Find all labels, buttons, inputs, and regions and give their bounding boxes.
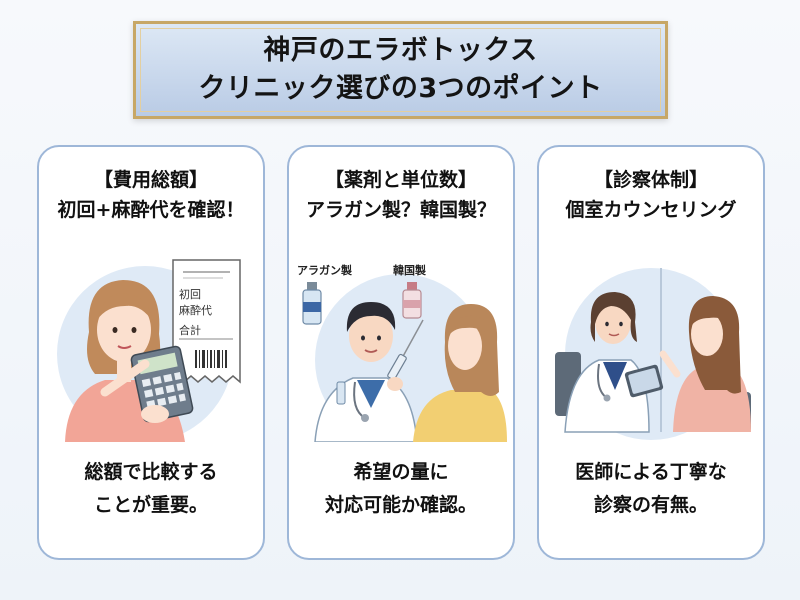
card-caption-line-2: ことが重要。 — [93, 494, 208, 516]
card-caption-line-2: 診察の有無。 — [593, 494, 708, 516]
receipt-line-3: 合計 — [179, 323, 201, 337]
card-caption-line-1: 希望の量に — [353, 461, 449, 483]
card-caption-line-1: 医師による丁寧な — [575, 461, 727, 483]
tablet-icon — [624, 364, 664, 398]
point-card-consultation: 【診察体制】 個室カウンセリング — [537, 145, 765, 560]
card-subheading: アラガン製？韓国製？ — [305, 199, 496, 221]
point-card-drug: 【薬剤と単位数】 アラガン製？韓国製？ アラガン製 韓国製 — [287, 145, 515, 560]
consultation-room-illustration — [555, 268, 751, 440]
doctor-patient-vials-illustration: アラガン製 韓国製 — [297, 263, 507, 442]
card-caption-line-2: 対応可能か確認。 — [324, 494, 477, 516]
card-caption-line-1: 総額で比較する — [84, 461, 218, 483]
card-heading: 【薬剤と単位数】 — [324, 169, 477, 191]
title-banner: 神戸のエラボトックス クリニック選びの3つのポイント — [133, 21, 668, 119]
doctor-figure — [314, 302, 418, 442]
patient-figure — [659, 296, 751, 432]
vial-icon-left — [302, 282, 322, 325]
calculator-icon — [100, 345, 194, 423]
card-subheading: 個室カウンセリング — [565, 199, 737, 221]
patient-figure — [413, 304, 507, 442]
point-card-cost: 【費用総額】 初回+麻酔代を確認！ 初回 麻酔代 合計 — [37, 145, 265, 560]
card-heading: 【診察体制】 — [593, 169, 708, 191]
banner-title-line-2: クリニック選びの3つのポイント — [198, 73, 603, 104]
card-subheading: 初回+麻酔代を確認！ — [57, 199, 245, 221]
vial-label-right: 韓国製 — [393, 263, 427, 277]
card-heading: 【費用総額】 — [93, 169, 208, 191]
vial-icon-right — [402, 282, 422, 319]
receipt-icon: 初回 麻酔代 合計 — [172, 259, 241, 384]
syringe-icon — [387, 319, 424, 391]
banner-title-line-1: 神戸のエラボトックス — [263, 35, 538, 66]
receipt-line-2: 麻酔代 — [179, 303, 212, 317]
receipt-line-1: 初回 — [179, 287, 201, 301]
vial-label-left: アラガン製 — [297, 263, 353, 277]
woman-calculator-illustration: 初回 麻酔代 合計 — [57, 259, 241, 442]
